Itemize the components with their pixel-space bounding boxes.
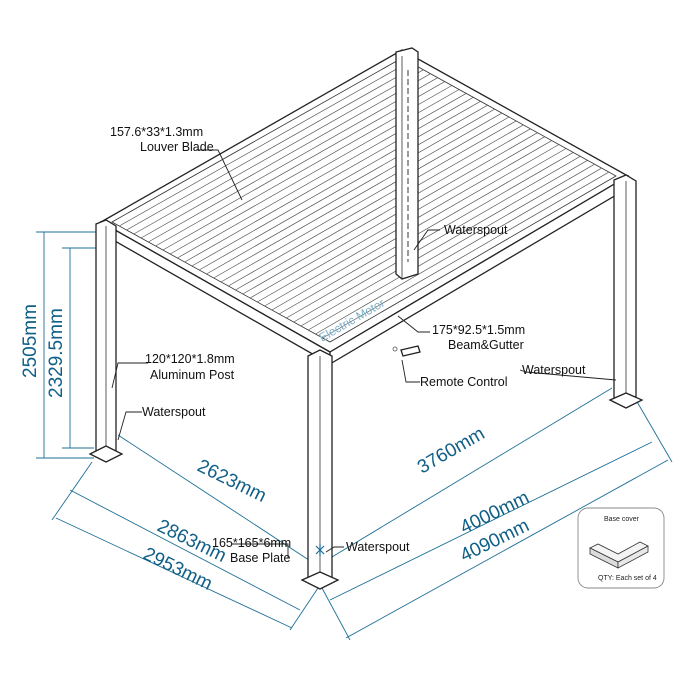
louver-blade [249,132,538,299]
louver-blade [235,124,524,291]
width-inner-label: 3760mm [414,423,489,478]
aluminum-posts [88,174,644,590]
waterspout-marker-icon [315,544,325,556]
louver-blade [126,65,417,231]
waterspout-left-label: Waterspout [142,405,206,419]
beam-gutter-name: Beam&Gutter [448,338,524,352]
louver-blade [184,96,474,263]
louver-blade [286,152,574,319]
aluminum-post-name: Aluminum Post [150,368,235,382]
height-clear-label: 2329.5mm [46,308,67,398]
louver-blade [213,112,503,279]
base-plate-size: 165*165*6mm [212,536,291,550]
louver-blade [278,148,567,315]
louver-blade [300,159,588,327]
louver-blade [206,108,495,275]
louver-blade [199,104,488,271]
inset-title: Base cover [604,516,640,523]
louver-blade [119,61,410,227]
waterspout-right-label: Waterspout [522,363,586,377]
louver-blade [133,69,424,235]
louver-blade-size: 157.6*33*1.3mm [110,125,203,139]
louver-blade [315,167,602,335]
waterspout-top-label: Waterspout [444,223,508,237]
base-cover-inset: Base cover QTY: Each set of 4 [577,507,665,589]
louver-blade [140,73,431,239]
dimension-lines [36,231,673,641]
louver-blade [322,171,610,339]
louver-blade [228,120,517,287]
remote-control-label: Remote Control [420,375,508,389]
aluminum-post-size: 120*120*1.8mm [145,352,235,366]
base-plate-name: Base Plate [230,551,291,565]
louver-blade-name: Louver Blade [140,140,214,154]
louver-blade [308,163,595,331]
leader-lines [111,149,617,558]
height-total-label: 2505mm [20,304,41,378]
beam-gutter-size: 175*92.5*1.5mm [432,323,525,337]
waterspout-front-label: Waterspout [346,540,410,554]
louver-blade [191,100,481,267]
louver-blade [293,155,581,323]
inset-qty: QTY: Each set of 4 [598,575,657,582]
louver-blade [220,116,510,283]
remote-control-icon [392,345,421,357]
louver-blade [242,128,531,295]
depth-inner-label: 2623mm [194,456,270,507]
interior-waterspout [395,47,419,280]
base-cover-icon [589,541,649,569]
louver-blade [148,77,438,243]
